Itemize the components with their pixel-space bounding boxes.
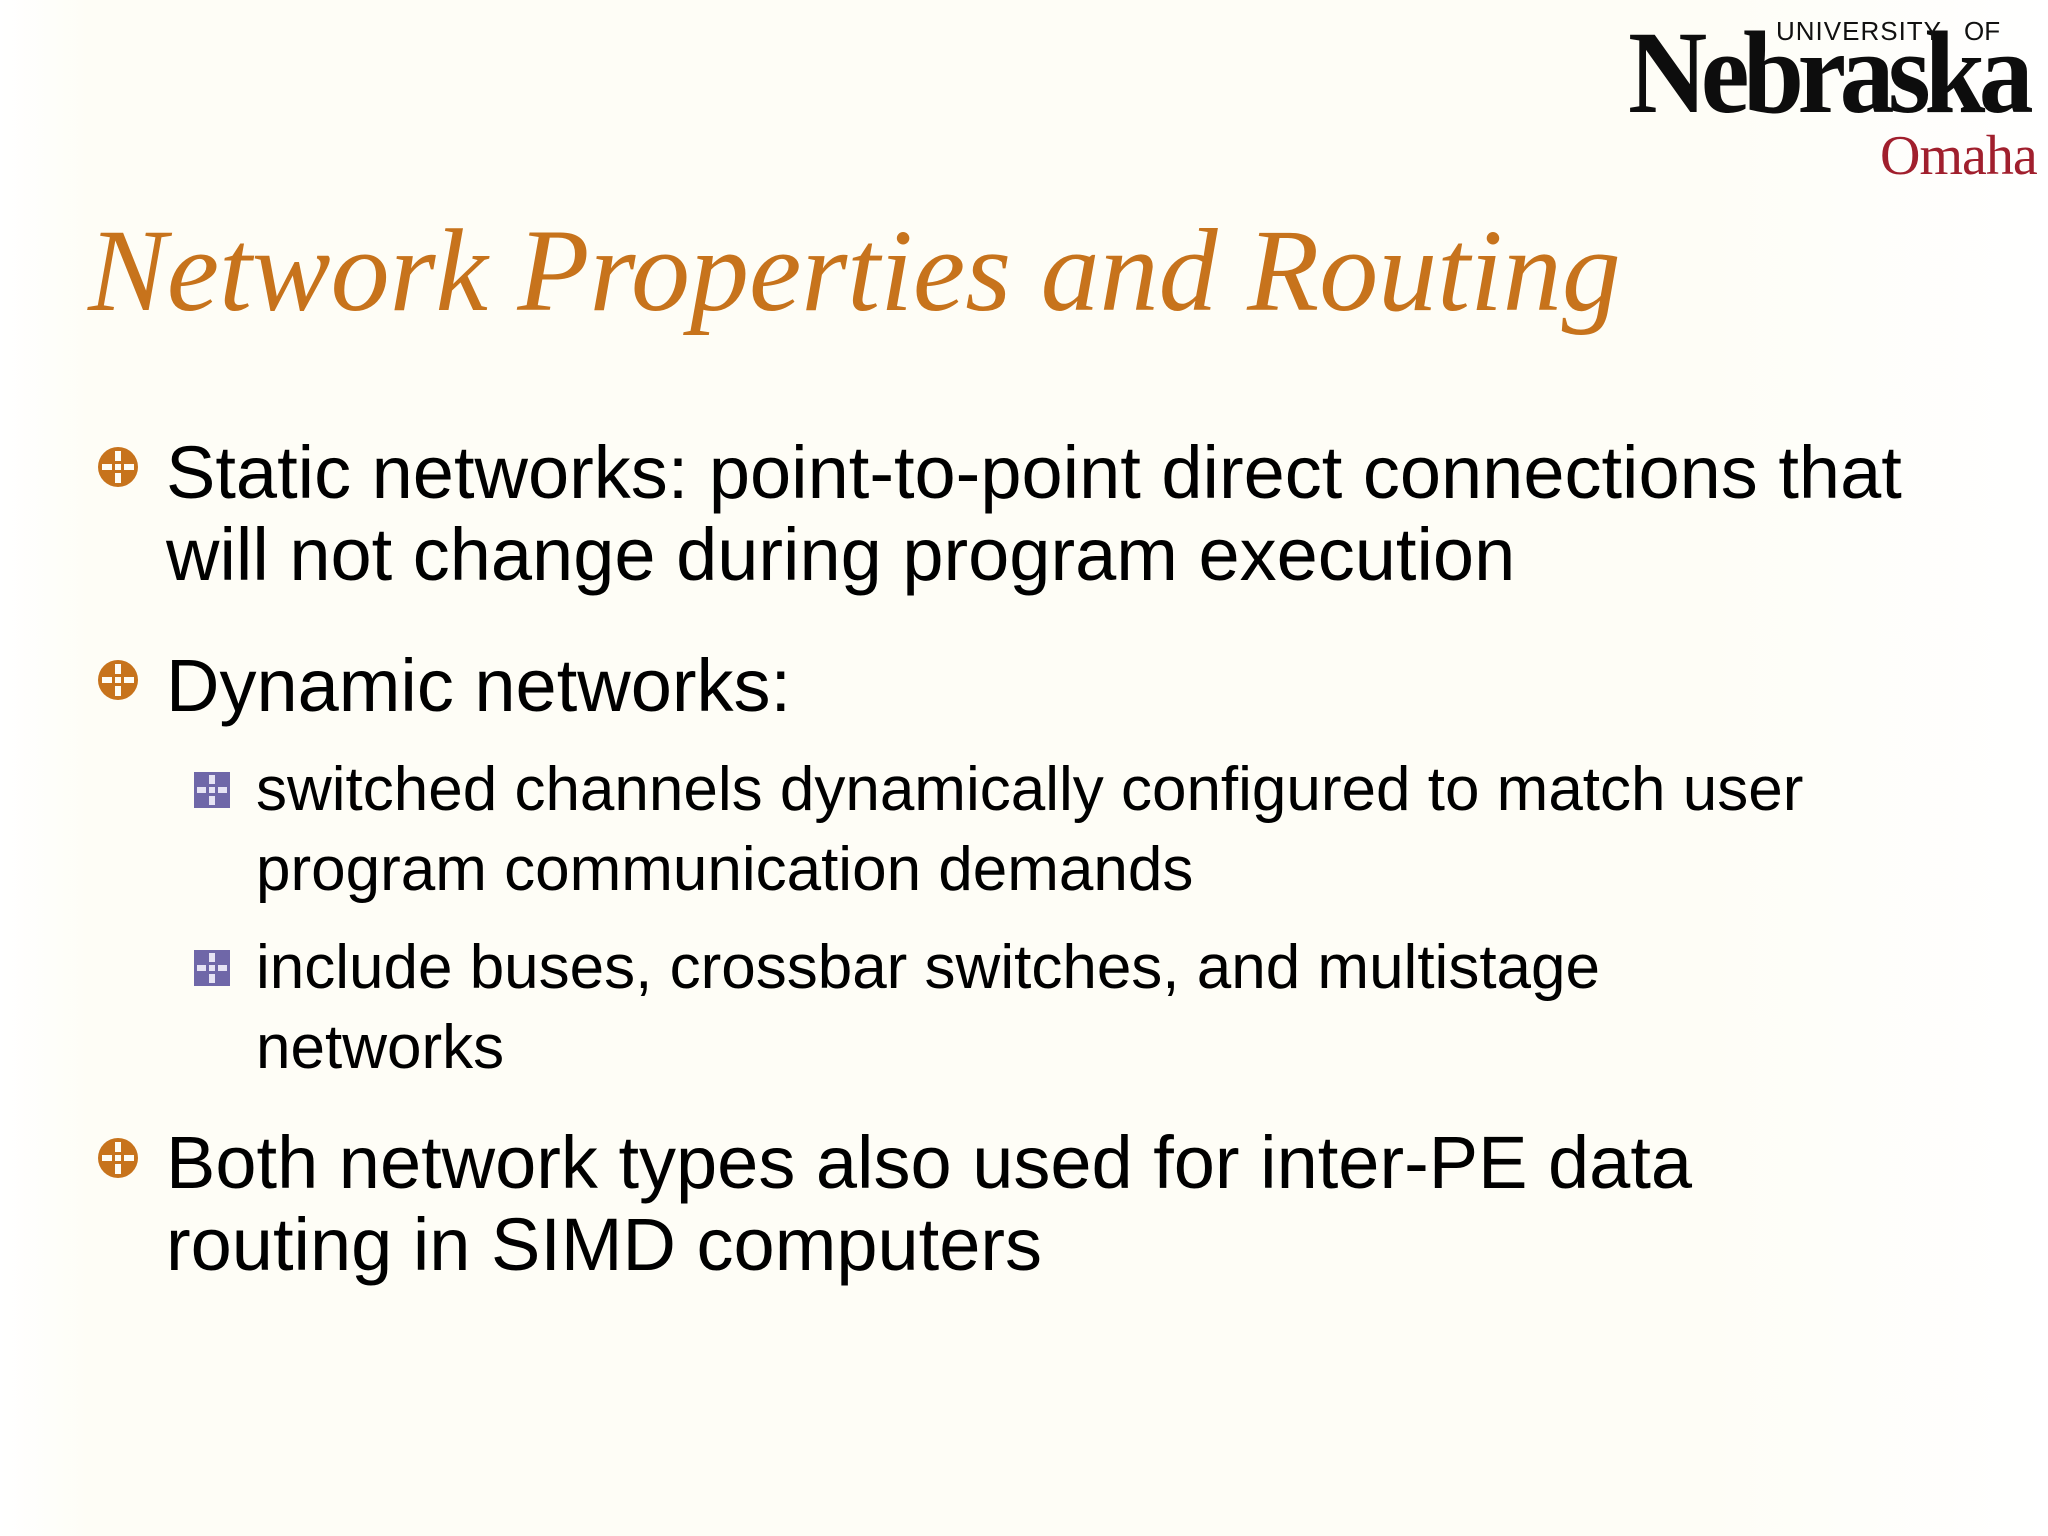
bullet-static-networks: Static networks: point-to-point direct c… xyxy=(166,431,1902,596)
sub-bullet-switched-channels: switched channels dynamically configured… xyxy=(256,755,1804,904)
orange-circle-cross-bullet-icon xyxy=(98,1138,138,1178)
logo-of-label: OF xyxy=(1964,16,2001,46)
logo-campus: Omaha xyxy=(1880,125,2038,187)
bullet-both-network-types: Both network types also used for inter-P… xyxy=(166,1121,1693,1286)
logo-name: Nebraska xyxy=(1628,7,2034,138)
university-logo: Nebraska UNIVERSITY OF Omaha xyxy=(1628,7,2040,187)
sub-bullet-include-buses: include buses, crossbar switches, and mu… xyxy=(256,933,1600,1082)
slide-title: Network Properties and Routing xyxy=(88,205,1621,336)
purple-square-cross-bullet-icon xyxy=(194,950,230,986)
orange-circle-cross-bullet-icon xyxy=(98,447,138,487)
orange-circle-cross-bullet-icon xyxy=(98,660,138,700)
bullet-dynamic-networks: Dynamic networks: xyxy=(166,644,792,727)
logo-university-label: UNIVERSITY xyxy=(1776,16,1943,46)
purple-square-cross-bullet-icon xyxy=(194,772,230,808)
